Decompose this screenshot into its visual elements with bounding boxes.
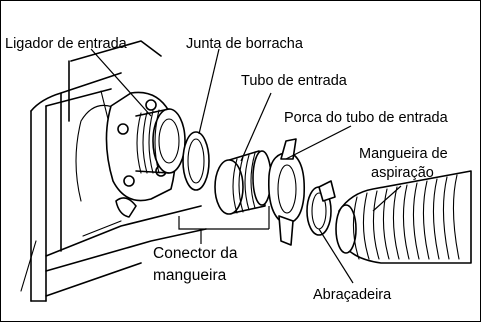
label-inlet-tube: Tubo de entrada: [241, 73, 347, 89]
hose-clamp: [306, 180, 336, 236]
leader-inlet-connector: [90, 48, 152, 117]
drain-plug: [115, 197, 137, 218]
label-suction-hose-line1: Mangueira de: [359, 146, 448, 162]
suction-hose: [335, 170, 472, 264]
label-inlet-tube-nut: Porca do tubo de entrada: [284, 110, 448, 126]
label-suction-hose-line2: aspiração: [371, 165, 434, 181]
rubber-gasket: [182, 131, 210, 191]
label-hose-connector-line2: mangueira: [153, 267, 227, 284]
leader-inlet-tube: [240, 92, 272, 162]
leader-inlet-tube-nut: [285, 125, 352, 160]
leader-lines: [90, 48, 402, 284]
inlet-tube-nut: [267, 138, 306, 246]
inlet-connector-threads: [135, 108, 186, 174]
leader-suction-hose: [372, 185, 402, 212]
leader-hose-clamp: [318, 228, 354, 284]
label-inlet-connector: Ligador de entrada: [5, 36, 127, 52]
leader-rubber-gasket: [198, 48, 220, 135]
hose-connector-bracket: [178, 206, 270, 244]
label-hose-clamp: Abraçadeira: [313, 287, 392, 303]
label-rubber-gasket: Junta de borracha: [186, 36, 303, 52]
inlet-tube: [214, 150, 272, 215]
label-hose-connector-line1: Conector da: [153, 245, 238, 262]
